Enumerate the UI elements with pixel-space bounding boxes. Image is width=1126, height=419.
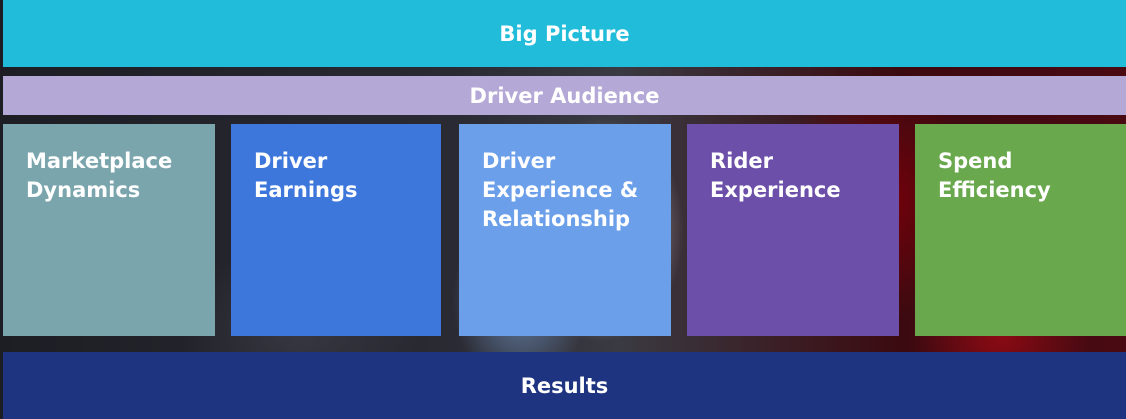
pillar-label-line: Marketplace (26, 149, 173, 173)
big-picture-band: Big Picture (3, 0, 1126, 67)
results-label: Results (520, 373, 609, 398)
driver-audience-label: Driver Audience (469, 83, 660, 108)
pillar-rider-experience: Rider Experience (687, 124, 899, 336)
driver-audience-band: Driver Audience (3, 76, 1126, 115)
results-band: Results (3, 352, 1126, 419)
pillar-driver-earnings: Driver Earnings (231, 124, 441, 336)
pillar-label-line: Relationship (482, 207, 631, 231)
pillar-label-line: Spend (938, 149, 1013, 173)
pillar-spend-efficiency: Spend Efficiency (915, 124, 1126, 336)
pillar-label-line: Experience & (482, 178, 639, 202)
pillar-label-line: Rider (710, 149, 773, 173)
big-picture-label: Big Picture (499, 21, 630, 46)
pillar-marketplace-dynamics: Marketplace Dynamics (3, 124, 215, 336)
pillar-label-line: Efficiency (938, 178, 1051, 202)
pillar-label-line: Experience (710, 178, 841, 202)
pillar-driver-experience-relationship: Driver Experience & Relationship (459, 124, 671, 336)
pillar-label-line: Driver (482, 149, 556, 173)
pillar-label-line: Earnings (254, 178, 358, 202)
pillar-label-line: Dynamics (26, 178, 141, 202)
pillar-label-line: Driver (254, 149, 328, 173)
